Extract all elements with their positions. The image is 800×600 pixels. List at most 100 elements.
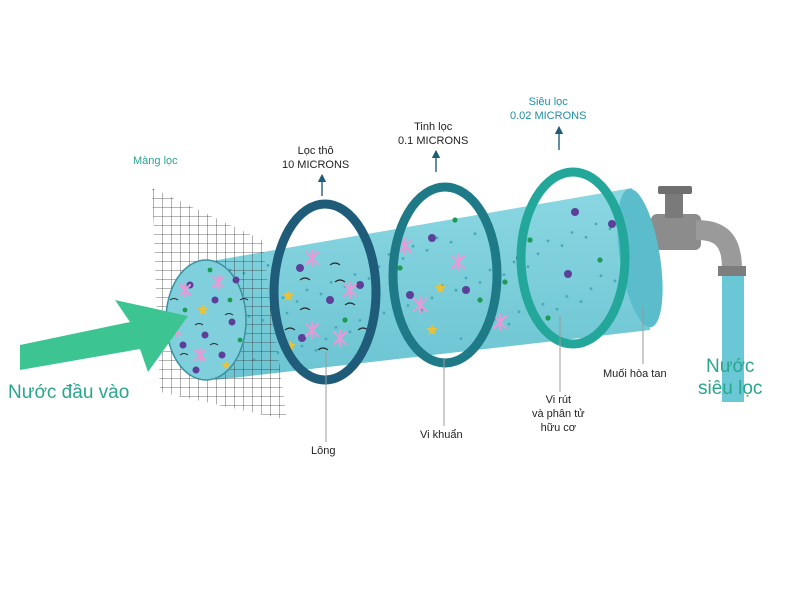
salt-particle [397, 265, 403, 271]
virus-particle [428, 234, 436, 242]
virus-particle [462, 286, 470, 294]
faucet-icon [651, 186, 746, 276]
salt-particle [545, 315, 551, 321]
hair-particle [434, 282, 446, 293]
hair-strand [299, 277, 311, 281]
label-output-water: Nước siêu lọc [698, 356, 762, 400]
label-output-line1: Nước [706, 356, 755, 377]
hair-strand [169, 298, 179, 301]
virus-particle [232, 276, 240, 284]
virus-particle [201, 331, 209, 339]
virus-particle [326, 296, 334, 304]
dot-particle [281, 296, 285, 299]
dot-particle [464, 276, 468, 280]
hair-particle [197, 304, 209, 315]
bacteria-particle [412, 296, 428, 314]
bacteria-particle [450, 253, 466, 271]
dot-particle [411, 244, 415, 248]
salt-particle [227, 297, 233, 303]
hair-strand [317, 347, 329, 351]
ring-fine [388, 182, 502, 368]
label-membrane: Màng lọc [133, 155, 178, 167]
hair-particle [426, 324, 438, 335]
dot-particle [608, 227, 612, 231]
virus-particle [192, 366, 200, 374]
label-hair: Lông [311, 445, 336, 457]
dot-particle [565, 295, 569, 298]
label-ultra-line1: Siêu lọc [528, 96, 568, 108]
label-output-line2: siêu lọc [698, 378, 763, 399]
dot-particle [478, 281, 482, 284]
dot-particle [406, 304, 410, 307]
dot-particle [266, 264, 270, 267]
label-bacteria: Vi khuẩn [420, 429, 463, 441]
label-virus: Vi rút và phân tử hữu cơ [532, 393, 585, 435]
label-virus-line3: hữu cơ [540, 422, 576, 434]
dot-particle [526, 265, 530, 268]
dot-particle [329, 280, 333, 284]
hair-strand [179, 353, 189, 356]
label-ultra-line2: 0.02 MICRONS [510, 110, 587, 122]
dot-particle [584, 235, 588, 239]
label-coarse: Lọc thô 10 MICRONS [282, 144, 349, 172]
hair-strand [194, 323, 204, 326]
hair-strand [209, 343, 219, 346]
dot-particle [594, 222, 598, 226]
bacteria-particle [304, 321, 320, 339]
hair-strand [284, 327, 296, 331]
label-dissolved-salt: Muối hòa tan [603, 368, 667, 380]
dot-particle [541, 302, 545, 306]
bacteria-particle [492, 313, 508, 331]
virus-particle [296, 264, 304, 272]
dot-particle [570, 231, 574, 234]
dot-particle [473, 232, 477, 236]
label-input-water: Nước đầu vào [8, 382, 130, 403]
salt-particle [182, 307, 188, 313]
dot-particle [353, 273, 357, 276]
salt-particle [452, 217, 458, 223]
hair-particle [221, 360, 231, 369]
salt-particle [597, 257, 603, 263]
virus-particle [228, 318, 236, 326]
hair-strand [299, 307, 311, 311]
dot-particle [589, 287, 593, 291]
hair-strand [334, 279, 346, 283]
virus-particle [211, 296, 219, 304]
dot-particle [314, 348, 318, 352]
dot-particle [579, 300, 583, 303]
virus-particle [564, 270, 572, 278]
dot-particle [599, 274, 603, 278]
virus-particle [608, 220, 616, 228]
salt-particle [502, 279, 508, 285]
dot-particle [348, 330, 352, 334]
virus-particle [571, 208, 579, 216]
dot-particle [420, 308, 424, 312]
label-virus-line2: và phân tử [532, 408, 585, 420]
dot-particle [502, 273, 506, 276]
ring-ultra [516, 167, 630, 349]
hair-particle [282, 290, 294, 301]
dot-particle [285, 311, 289, 315]
hair-strand [329, 262, 341, 266]
label-fine-line2: 0.1 MICRONS [398, 135, 469, 147]
bacteria-particle [211, 274, 225, 290]
dot-particle [546, 239, 550, 243]
label-coarse-line1: Lọc thô [297, 145, 334, 157]
bacteria-particle [342, 281, 358, 299]
dot-particle [382, 311, 386, 315]
dot-particle [536, 252, 540, 256]
dot-particle [319, 292, 323, 296]
bacteria-particle [332, 329, 348, 347]
dot-particle [430, 296, 434, 300]
dot-particle [435, 236, 439, 240]
dot-particle [305, 288, 309, 292]
dot-particle [295, 300, 299, 303]
virus-particle [356, 281, 364, 289]
salt-particle [207, 267, 213, 273]
bacteria-particle [193, 347, 207, 363]
dot-particle [300, 344, 304, 348]
salt-particle [342, 317, 348, 323]
ring-coarse [269, 199, 381, 385]
bacteria-particle [304, 249, 320, 267]
